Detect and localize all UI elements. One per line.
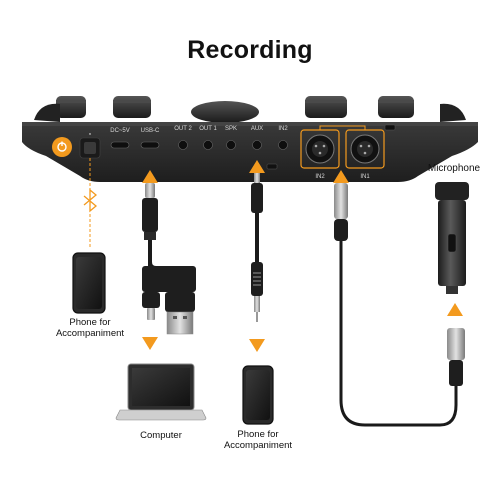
aux-cable xyxy=(251,173,263,322)
aux-jack xyxy=(252,140,262,150)
port-label-out1: OUT 1 xyxy=(199,126,217,132)
arrow-up-icon xyxy=(142,170,158,183)
in2-xlr-port xyxy=(300,129,340,169)
usbc-port xyxy=(140,141,160,149)
bluetooth-link xyxy=(83,158,98,248)
label-computer: Computer xyxy=(140,430,182,441)
knob-4 xyxy=(378,96,414,118)
phone-right-device xyxy=(242,365,274,425)
port-label-spk: SPK xyxy=(225,126,237,132)
port-label-in1: IN1 xyxy=(360,174,370,180)
arrow-down-icon xyxy=(249,339,265,352)
in1-xlr-port xyxy=(345,129,385,169)
knob-1 xyxy=(56,96,86,118)
port-label-out2: OUT 2 xyxy=(174,126,192,132)
diagram-title: Recording xyxy=(187,36,313,64)
port-label-in2-top: IN2 xyxy=(278,126,288,132)
arrow-up-icon xyxy=(447,303,463,316)
knob-3 xyxy=(305,96,347,118)
audio-mixer-device: ʙ DC~5V USB-C OUT 2 OUT 1 SPK AUX IN2 xyxy=(22,96,478,182)
microphone-device xyxy=(435,182,469,294)
port-label-usbc: USB-C xyxy=(141,128,160,134)
power-button xyxy=(52,137,72,157)
usb-cable xyxy=(142,183,196,335)
spk-jack xyxy=(226,140,236,150)
arrow-up-icon xyxy=(333,170,349,183)
in2-small-jack xyxy=(278,140,288,150)
arrow-up-icon xyxy=(249,160,265,173)
port-label-aux: AUX xyxy=(251,126,263,132)
port-label-in2: IN2 xyxy=(315,174,325,180)
out1-jack xyxy=(203,140,213,150)
out2-jack xyxy=(178,140,188,150)
dc-port xyxy=(110,141,130,149)
main-knob xyxy=(191,101,259,123)
bluetooth-icon xyxy=(83,188,98,213)
computer-laptop xyxy=(115,363,207,421)
bluetooth-switch: ʙ xyxy=(79,131,101,159)
knob-2 xyxy=(113,96,151,118)
phone-left-device xyxy=(72,252,106,314)
xlr-cable xyxy=(334,183,465,427)
label-microphone: Microphone xyxy=(427,163,481,174)
label-phone-left: Phone for Accompaniment xyxy=(55,317,125,339)
label-phone-right: Phone for Accompaniment xyxy=(223,429,293,451)
port-label-dc: DC~5V xyxy=(110,128,130,134)
svg-text:ʙ: ʙ xyxy=(89,131,91,136)
arrow-down-icon xyxy=(142,337,158,350)
